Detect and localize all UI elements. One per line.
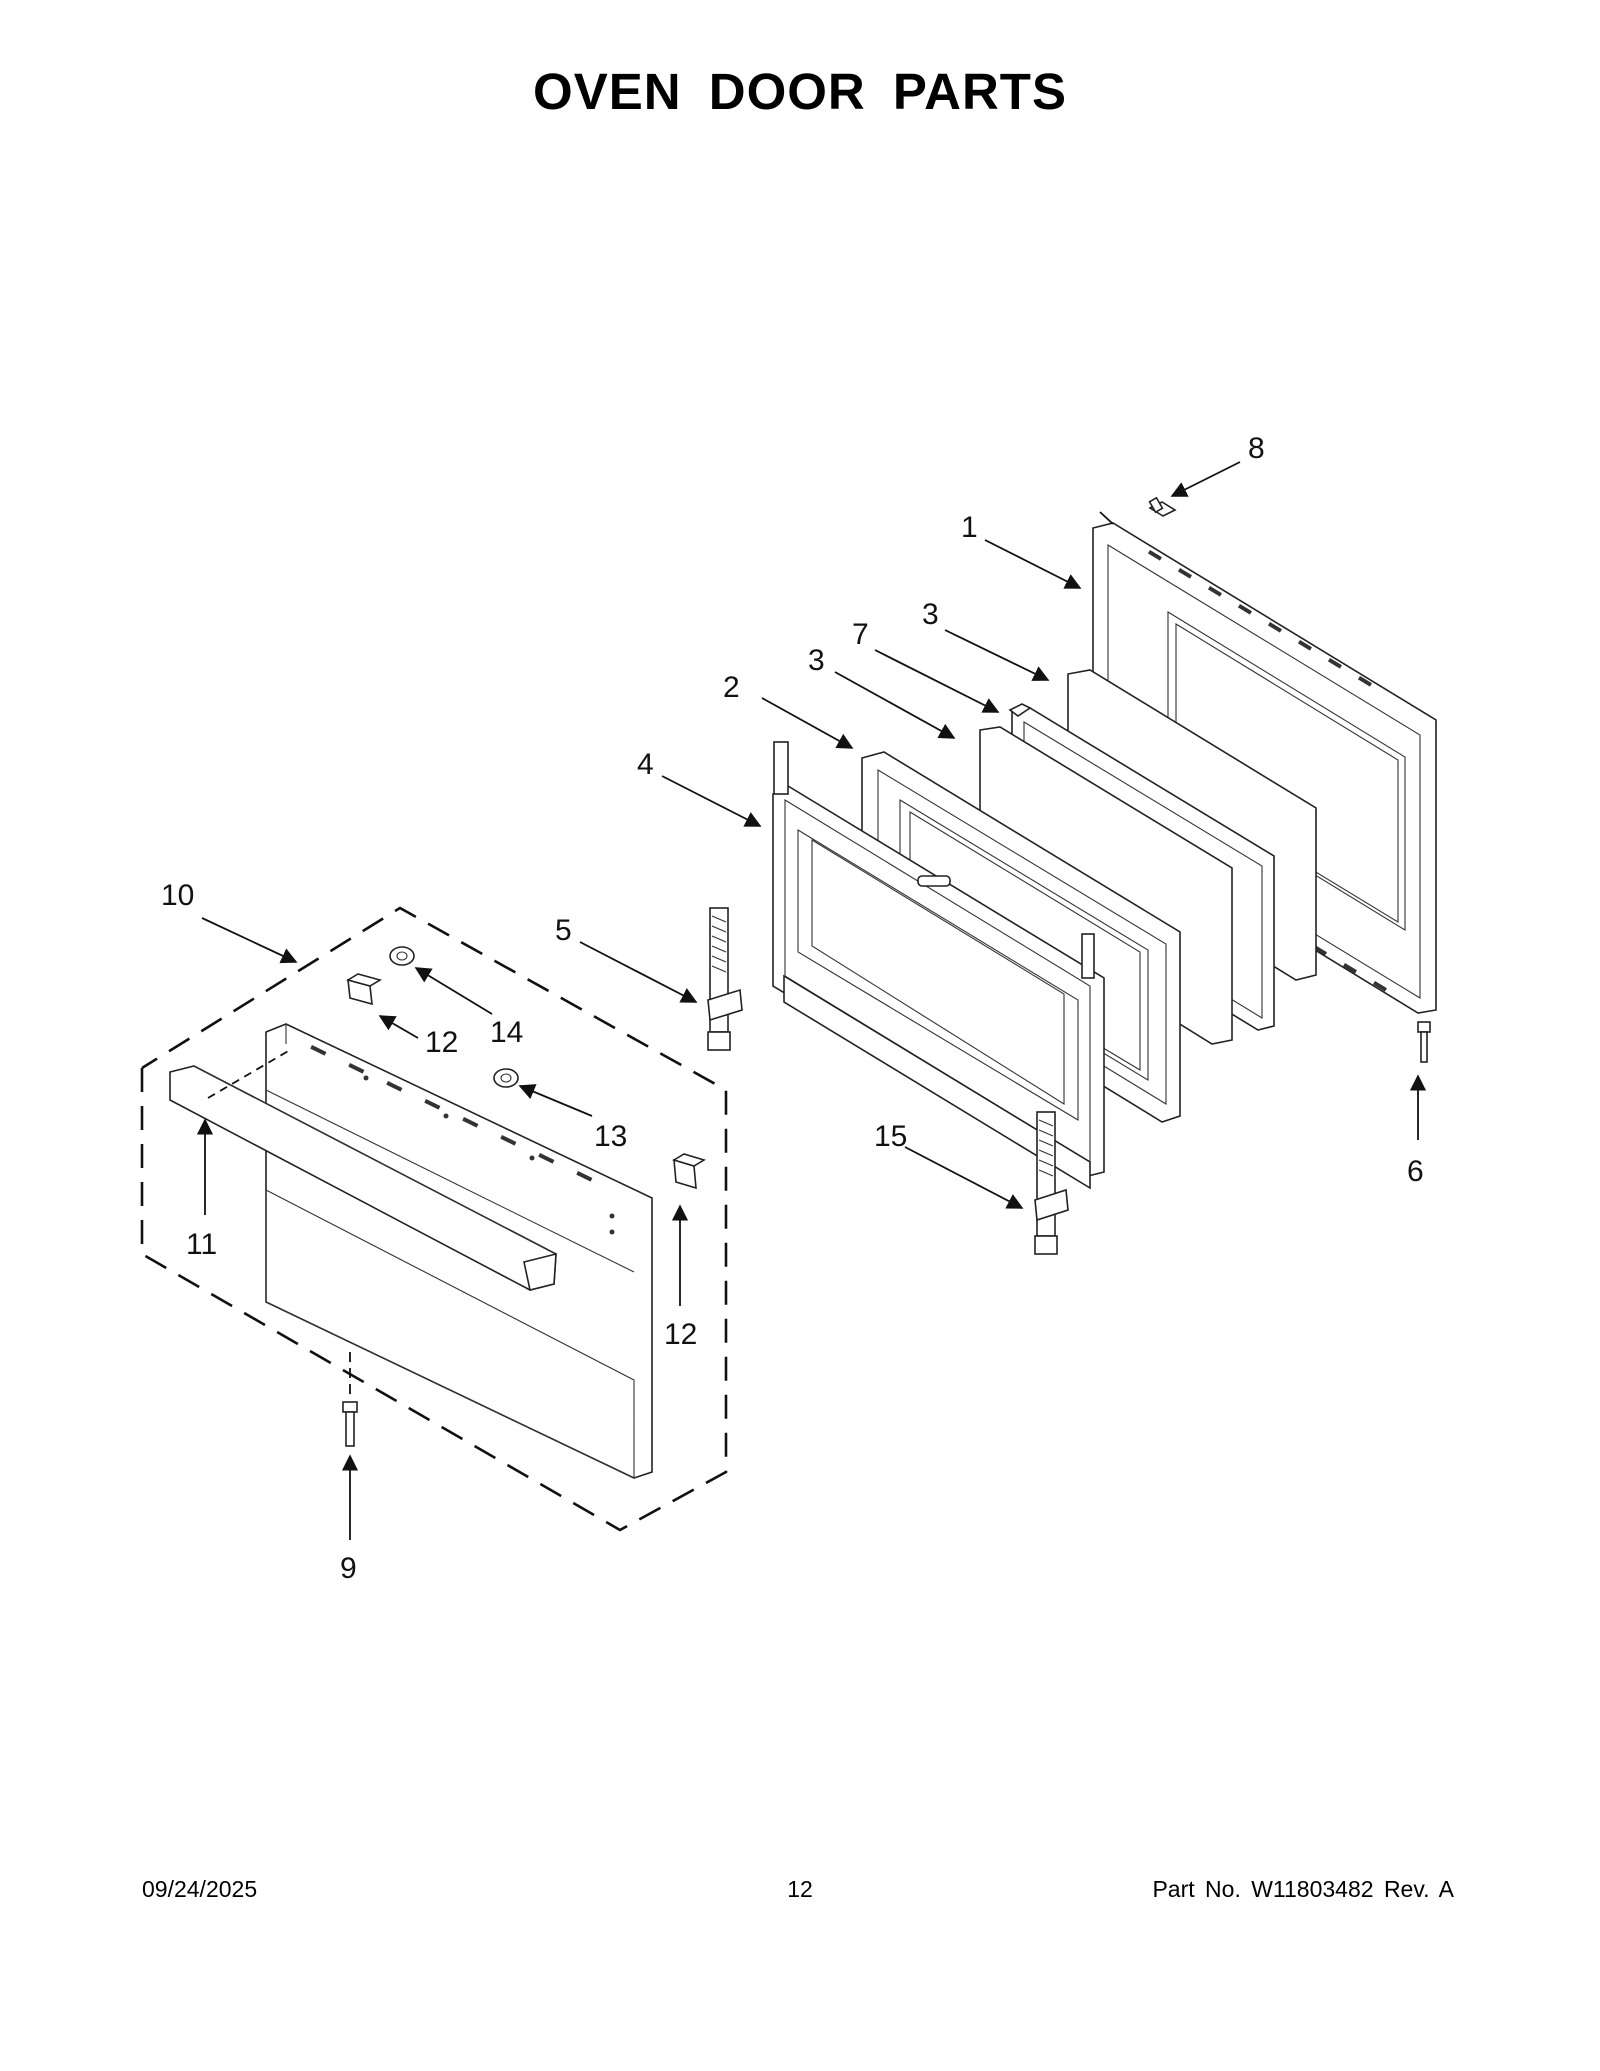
- callout-6: 6: [1407, 1155, 1424, 1188]
- leader-arrows: [196, 461, 1427, 1540]
- callout-12-upper: 12: [425, 1026, 458, 1059]
- callout-2: 2: [723, 671, 740, 704]
- callout-3-rear: 3: [922, 598, 939, 631]
- leader-8: [1170, 461, 1241, 497]
- leader-3b: [834, 671, 956, 739]
- callout-4: 4: [637, 748, 654, 781]
- callout-1: 1: [961, 511, 978, 544]
- assembly-boundary: [140, 906, 728, 1532]
- callout-8: 8: [1248, 432, 1265, 465]
- callout-labels: 1 2 3 3 4 5 6 7 8 9 10 11 12 12 13 14 15: [161, 432, 1424, 1585]
- callout-9: 9: [340, 1552, 357, 1585]
- callout-14: 14: [490, 1016, 523, 1049]
- right-door-hinge: [1034, 1111, 1069, 1255]
- handle-spacer-upper: [389, 946, 415, 966]
- door-handle: [169, 1065, 557, 1291]
- leader-14: [414, 967, 493, 1015]
- leader-7: [874, 649, 1000, 713]
- leader-2: [761, 697, 854, 749]
- leader-4: [661, 775, 762, 827]
- leader-10: [201, 917, 298, 964]
- screw-bottom-left: [342, 1401, 358, 1447]
- leader-1: [984, 539, 1082, 589]
- callout-11: 11: [186, 1228, 217, 1261]
- door-liner: [772, 741, 1105, 1190]
- footer-part-number: Part No. W11803482 Rev. A: [1152, 1876, 1454, 1902]
- callout-12-lower: 12: [664, 1318, 697, 1351]
- leader-3a: [944, 629, 1050, 681]
- page-title: OVEN DOOR PARTS: [533, 63, 1067, 120]
- handle-alignment-line: [207, 1049, 291, 1099]
- callout-15: 15: [874, 1120, 907, 1153]
- screw-bottom-right: [1417, 1021, 1431, 1063]
- callout-13: 13: [594, 1120, 627, 1153]
- footer-page-number: 12: [787, 1876, 813, 1902]
- handle-bracket-upper: [345, 973, 383, 1006]
- screw-top: [1148, 496, 1177, 517]
- handle-spacer-lower: [493, 1068, 519, 1088]
- callout-7: 7: [852, 618, 869, 651]
- callout-10: 10: [161, 879, 194, 912]
- footer-date: 09/24/2025: [142, 1876, 258, 1902]
- leader-5: [579, 941, 698, 1003]
- screw-top-alignment-line: [1099, 511, 1114, 525]
- callout-3-front: 3: [808, 644, 825, 677]
- leader-15: [904, 1146, 1024, 1209]
- left-door-hinge: [707, 907, 743, 1051]
- leader-12a: [378, 1015, 419, 1039]
- leader-13: [518, 1084, 593, 1117]
- handle-bracket-lower: [672, 1153, 706, 1190]
- inner-door-frame: [1092, 522, 1437, 1014]
- callout-5: 5: [555, 914, 572, 947]
